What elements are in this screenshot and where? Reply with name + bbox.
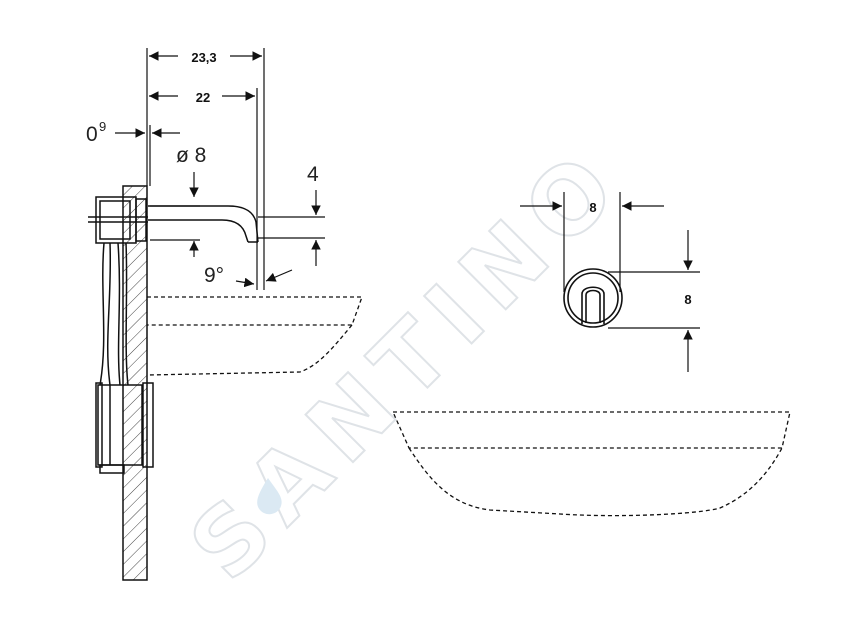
dimension-lines-side [115, 48, 325, 290]
dimension-lines-front [520, 192, 700, 372]
concealed-body [88, 196, 154, 474]
dim-wall-gap: 0 [86, 123, 98, 146]
watermark-drop-icon [257, 478, 282, 515]
spout-side [148, 205, 259, 243]
dim-front-width: 8 [589, 200, 596, 215]
dim-projection: 22 [196, 90, 210, 105]
basin-front [391, 411, 791, 517]
watermark-text: SANTINO [170, 126, 645, 601]
dim-pipe-diameter: ø 8 [176, 144, 206, 167]
spout-front [563, 268, 623, 328]
dim-projection-total: 23,3 [191, 50, 216, 65]
dim-spout-angle: 9° [204, 264, 224, 287]
dim-spout-height: 4 [307, 163, 319, 186]
basin-side [146, 296, 363, 376]
dim-front-height: 8 [684, 292, 691, 307]
watermark: SANTINO [169, 125, 646, 602]
dim-wall-gap-sup: 9 [99, 119, 106, 134]
